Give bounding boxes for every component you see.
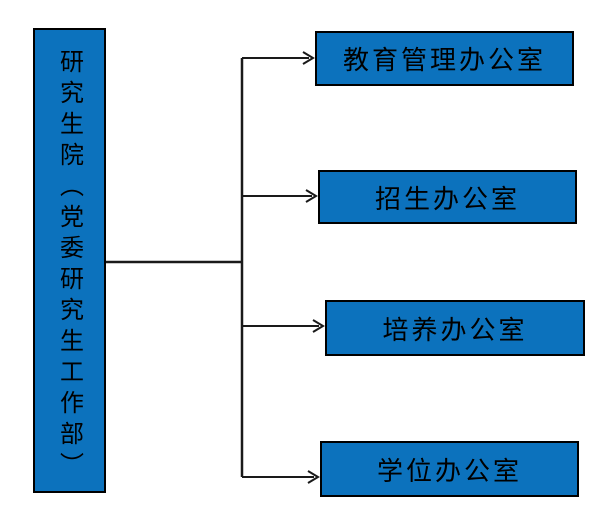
org-node-degree-office: 学位办公室	[320, 441, 579, 497]
org-node-root-label: 研究生院（党委研究生工作部）	[55, 48, 84, 483]
org-node-label: 招生办公室	[374, 184, 520, 215]
org-node-label: 教育管理办公室	[342, 46, 546, 76]
org-node-label: 学位办公室	[376, 456, 522, 487]
arrowhead-4	[307, 470, 320, 484]
org-node-label: 培养办公室	[382, 315, 528, 346]
org-node-training-office: 培养办公室	[325, 300, 585, 356]
arrowhead-2	[305, 189, 318, 203]
arrowhead-3	[312, 319, 325, 333]
arrowhead-1	[302, 51, 315, 65]
org-node-education-management-office: 教育管理办公室	[315, 31, 574, 86]
org-node-admissions-office: 招生办公室	[318, 170, 577, 224]
org-node-root: 研究生院（党委研究生工作部）	[33, 28, 106, 493]
